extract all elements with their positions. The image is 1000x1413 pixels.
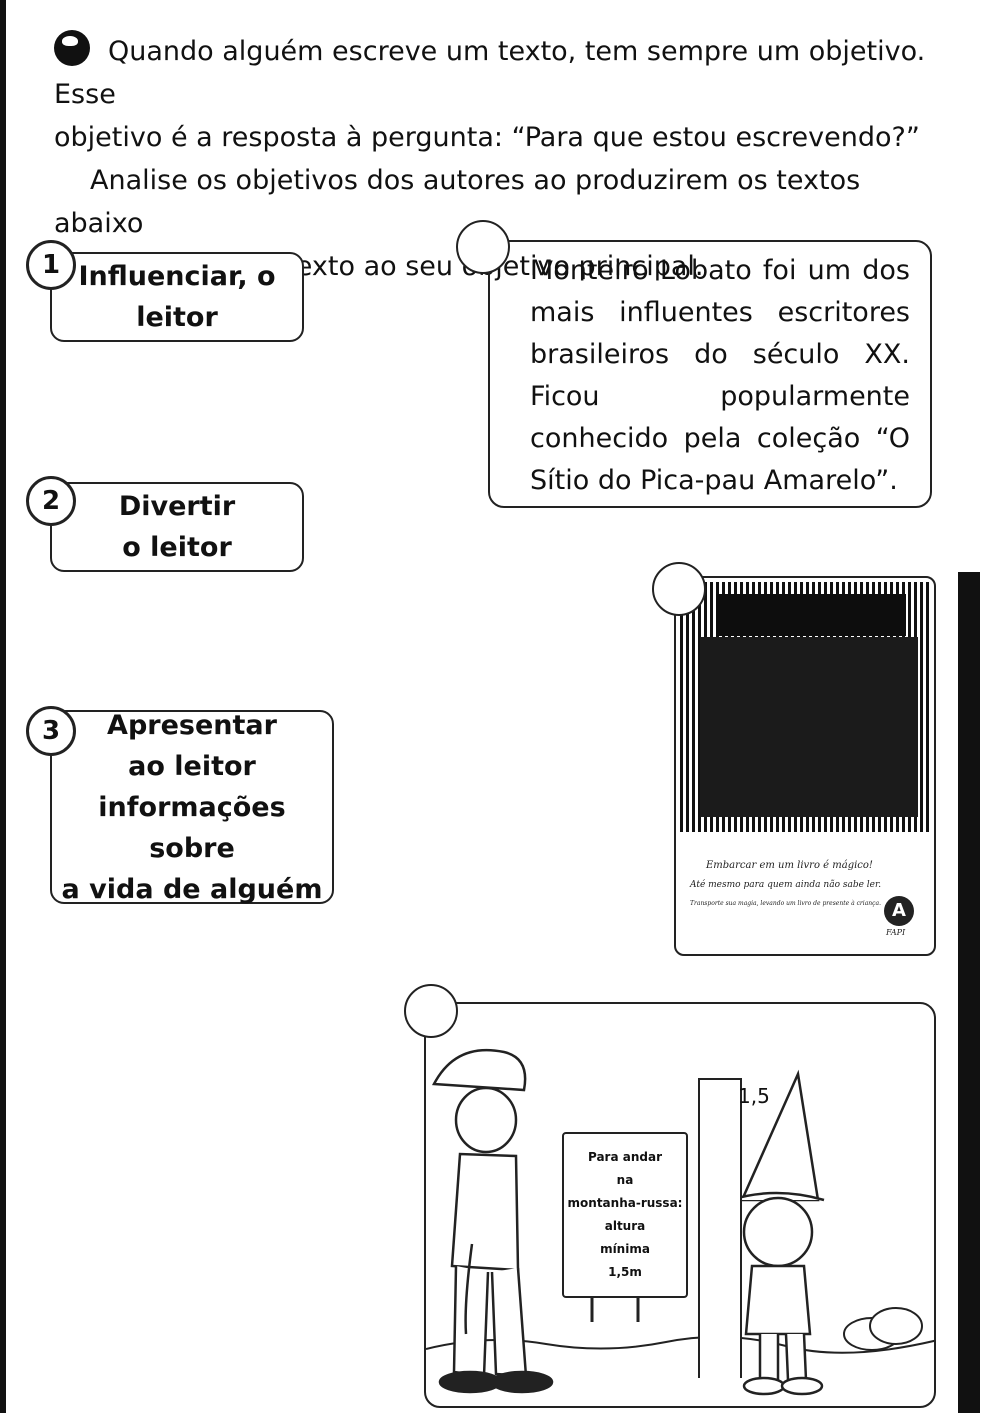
right-margin-bar (958, 572, 980, 1413)
answer-circle-text-card[interactable] (456, 220, 510, 274)
cartoon-illustration (426, 1048, 934, 1396)
sign-line-2: na (616, 1173, 634, 1187)
sign-line-5: mínima (600, 1242, 650, 1256)
poster-illustration (680, 582, 932, 832)
goal-3-line-3: informações sobre (98, 791, 286, 864)
cartoon-panel: 1,5 Para andar na montanha-russa: altura… (424, 1002, 936, 1408)
sign-line-3: montanha-russa: (567, 1196, 683, 1210)
intro-line-1: Quando alguém escreve um texto, tem semp… (54, 36, 926, 110)
goal-3-line-4: a vida de alguém (61, 873, 323, 905)
sign-line-1: Para andar (587, 1150, 662, 1164)
height-ruler (698, 1078, 742, 1378)
sign-line-6: 1,5m (608, 1265, 642, 1279)
sign-line-4: altura (604, 1219, 646, 1233)
goal-2-number: 2 (26, 476, 76, 526)
answer-circle-poster[interactable] (652, 562, 706, 616)
goal-3-number: 3 (26, 706, 76, 756)
poster-logo-text: FAPI (886, 928, 906, 937)
goal-box-3: Apresentar ao leitor informações sobre a vi… (50, 710, 334, 905)
left-border-rule (0, 0, 6, 1413)
ruler-label: 1,5 (738, 1084, 770, 1108)
goal-3-line-2: ao leitor (128, 750, 256, 782)
instructions: Quando alguém escreve um texto, tem semp… (54, 30, 944, 288)
height-sign: Para andar na montanha-russa: altura mín… (562, 1132, 688, 1298)
biography-text-card: Monteiro Lobato foi um dos mais influent… (488, 240, 932, 508)
goal-1-number: 1 (26, 240, 76, 290)
goal-2-line-2: o leitor (122, 532, 232, 563)
intro-line-3: Analise os objetivos dos autores ao prod… (54, 165, 861, 239)
goal-1-line-2: leitor (136, 302, 218, 333)
goal-1-line-1: Influenciar, o (78, 261, 276, 292)
exercise-bullet-icon (54, 30, 90, 66)
goal-3-line-1: Apresentar (107, 709, 277, 741)
poster-logo: A (884, 896, 914, 926)
answer-circle-cartoon[interactable] (404, 984, 458, 1038)
intro-line-2: objetivo é a resposta à pergunta: “Para … (54, 122, 920, 153)
goal-2-line-1: Divertir (118, 491, 236, 522)
poster-line-2: Até mesmo para quem ainda não sabe ler. (690, 880, 882, 890)
biography-text: Monteiro Lobato foi um dos mais influent… (530, 255, 910, 496)
poster-line-1: Embarcar em um livro é mágico! (706, 860, 873, 871)
campaign-poster: Embarcar em um livro é mágico! Até mesmo… (674, 576, 936, 956)
goal-box-1: Influenciar, o leitor (50, 252, 304, 342)
goal-box-2: Divertir o leitor (50, 482, 304, 572)
poster-line-3: Transporte sua magia, levando um livro d… (690, 900, 882, 907)
